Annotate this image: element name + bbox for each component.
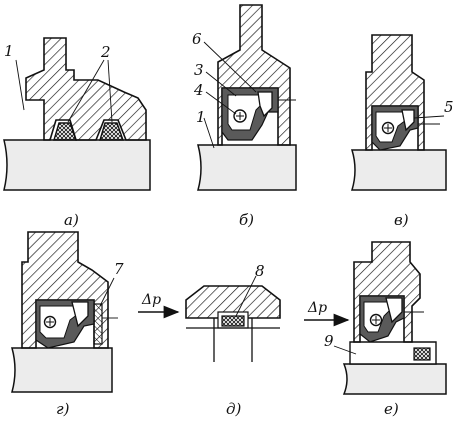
o-ring-seal bbox=[99, 122, 124, 141]
spring-cross bbox=[372, 316, 380, 324]
caption-b: б) bbox=[239, 211, 254, 229]
caption-a: а) bbox=[64, 211, 79, 229]
leader-line bbox=[99, 277, 115, 307]
label-5: 5 bbox=[444, 98, 454, 116]
panel-b: 6 3 4 1 б) bbox=[192, 4, 297, 229]
seal-housing bbox=[25, 37, 147, 141]
label-8: 8 bbox=[255, 262, 265, 280]
label-2: 2 bbox=[100, 43, 111, 61]
label-1: 1 bbox=[196, 108, 206, 126]
metal-case bbox=[71, 301, 89, 328]
panel-g: 7 г) bbox=[11, 231, 124, 418]
metal-case bbox=[401, 109, 415, 132]
label-3: 3 bbox=[194, 61, 204, 79]
leader-line bbox=[203, 41, 257, 93]
label-7: 7 bbox=[114, 260, 124, 278]
sleeve-seal bbox=[413, 347, 431, 361]
rectangular-seal bbox=[221, 315, 245, 327]
leader-line bbox=[333, 345, 357, 355]
pressure-label: Δp bbox=[307, 300, 327, 316]
shaft bbox=[342, 363, 447, 395]
panel-a: 1 2 а) bbox=[3, 37, 151, 229]
caption-e: е) bbox=[384, 400, 399, 418]
leader-line bbox=[15, 59, 25, 111]
leader-line bbox=[203, 117, 215, 149]
metal-case bbox=[385, 297, 403, 324]
leader-line bbox=[205, 71, 237, 97]
label-4: 4 bbox=[193, 81, 204, 99]
caption-g: г) bbox=[56, 400, 70, 418]
seal-housing bbox=[353, 241, 421, 343]
caption-v: в) bbox=[394, 211, 409, 229]
leader-line bbox=[205, 91, 237, 115]
housing-ring bbox=[185, 285, 281, 319]
shaft bbox=[197, 144, 297, 191]
leader-line bbox=[107, 59, 113, 123]
label-1: 1 bbox=[4, 42, 14, 60]
leader-line bbox=[67, 59, 105, 123]
leader-line bbox=[413, 115, 445, 119]
label-6: 6 bbox=[192, 30, 202, 48]
shaft bbox=[11, 347, 113, 393]
leader-line bbox=[235, 275, 257, 317]
spring-cross bbox=[236, 112, 244, 120]
metal-case bbox=[257, 91, 273, 118]
spring-cross bbox=[46, 318, 54, 326]
shaft bbox=[3, 139, 151, 191]
label-9: 9 bbox=[324, 332, 334, 350]
pressure-label: Δp bbox=[141, 292, 161, 308]
panel-v: 5 в) bbox=[350, 34, 454, 229]
back-up-ring bbox=[93, 303, 103, 345]
shaft bbox=[350, 149, 447, 191]
o-ring-seal bbox=[53, 122, 77, 141]
spring-cross bbox=[384, 124, 392, 132]
panel-e: Δp 9 е) bbox=[304, 241, 447, 418]
caption-d: д) bbox=[226, 400, 242, 418]
panel-d: Δp 8 д) bbox=[138, 262, 281, 418]
